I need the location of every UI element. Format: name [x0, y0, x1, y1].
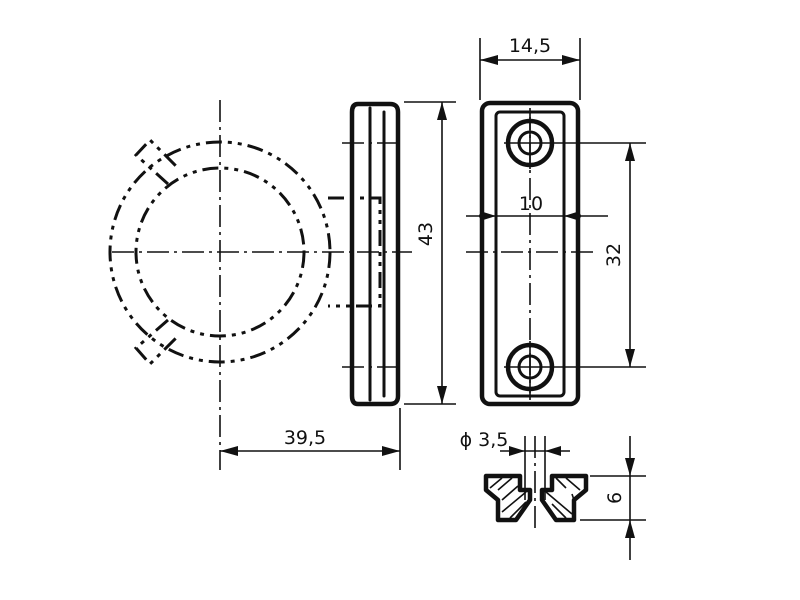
dim-32-arrow-top [625, 143, 635, 161]
hatch-8 [545, 491, 573, 515]
dim-phi-arrow-left [509, 446, 525, 456]
clip-ear-bottom [133, 318, 180, 367]
dim-phi-label: ϕ 3,5 [460, 429, 509, 451]
hatch-7 [565, 477, 581, 491]
hatch-3 [501, 485, 519, 501]
dim-10-arrow-left [480, 211, 496, 221]
dim-6-arrow-top [625, 458, 635, 476]
dim-14-5-arrow-right [562, 55, 580, 65]
dim-6-label: 6 [604, 492, 626, 504]
dim-32-label: 32 [603, 243, 625, 267]
dim-10-arrow-right [564, 211, 580, 221]
section-profile-right [539, 473, 589, 523]
dim-39-5-label: 39,5 [284, 427, 326, 449]
dim-39-5-arrow-right [382, 446, 400, 456]
front-view: 10 14,5 32 [466, 35, 646, 407]
dim-43-arrow-top [437, 102, 447, 120]
holder-front-body [479, 100, 581, 407]
side-view-with-clip: 43 39,5 [108, 100, 456, 470]
hatch-1 [489, 477, 503, 489]
dim-phi-arrow-right [545, 446, 561, 456]
section-profile-left [483, 473, 533, 523]
dim-32-arrow-bottom [625, 349, 635, 367]
dim-14-5-arrow-left [480, 55, 498, 65]
dim-43-label: 43 [415, 222, 437, 246]
dim-10-label: 10 [519, 193, 543, 215]
hatch-2 [497, 477, 513, 491]
dim-43-arrow-bottom [437, 386, 447, 404]
dim-10-dot-left [479, 213, 485, 219]
holder-side-body [349, 101, 401, 407]
clip-ear-top [133, 137, 180, 186]
hatch-6 [555, 477, 567, 489]
hatch-10 [571, 493, 575, 501]
section-view: ϕ 3,5 6 [460, 429, 646, 560]
hatch-5 [509, 501, 527, 519]
dim-39-5-arrow-left [220, 446, 238, 456]
dim-10-dot-right [575, 213, 581, 219]
dim-6-arrow-bottom [625, 520, 635, 538]
hatch-9 [551, 503, 567, 519]
hatch-4 [501, 491, 527, 513]
dim-14-5-label: 14,5 [509, 35, 551, 57]
